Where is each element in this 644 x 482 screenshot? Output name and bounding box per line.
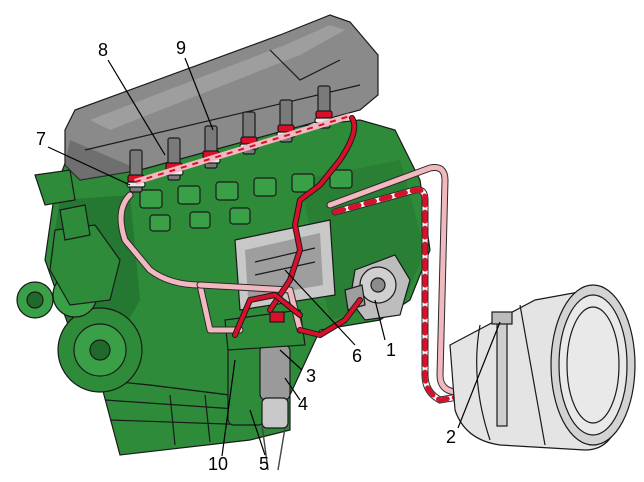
callout-2: 2	[446, 427, 456, 447]
callout-8: 8	[98, 40, 108, 60]
callout-10: 10	[208, 454, 228, 474]
fuel-supply-line	[331, 186, 504, 404]
callout-4: 4	[298, 394, 308, 414]
callout-1: 1	[386, 340, 396, 360]
callout-5: 5	[259, 454, 269, 474]
callout-3: 3	[306, 366, 316, 386]
callout-7: 7	[36, 129, 46, 149]
fuel-feed-line	[232, 115, 363, 338]
fuel-filter-icon	[224, 309, 306, 471]
valve-cover-icon	[64, 14, 379, 181]
callout-9: 9	[176, 38, 186, 58]
leader-lines	[47, 57, 501, 457]
fuel-tank-icon	[449, 284, 636, 451]
callout-6: 6	[352, 346, 362, 366]
